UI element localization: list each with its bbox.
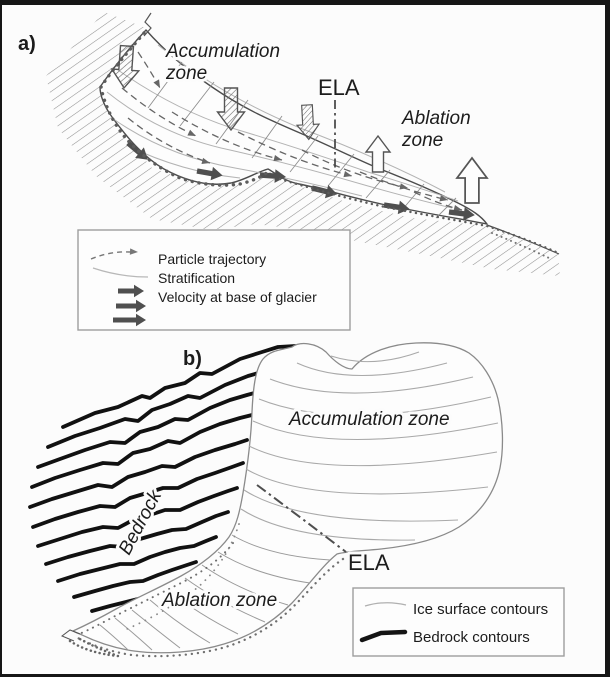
particle-trajectory-sample [90, 251, 131, 260]
headwall-peak [143, 12, 152, 37]
panel-a-label: a) [18, 33, 36, 55]
ice-surface-contours-label: Ice surface contours [413, 601, 548, 618]
bedrock-contours-label: Bedrock contours [413, 629, 530, 646]
ice-surface-contours-tongue [99, 534, 331, 651]
ablation-zone-label-a-line1: Ablation [401, 108, 471, 129]
glacier-plan-outline [72, 342, 504, 654]
ice-surface-contour-sample [364, 602, 407, 607]
velocity-sample-arrows [113, 284, 146, 327]
debris-dots [99, 31, 558, 259]
ablation-zone-label-a-line2: zone [401, 130, 443, 151]
particle-trajectory-sample-arrowhead [129, 248, 138, 255]
panel-b: b) Accumulation zone Bedrock Ablation zo… [28, 342, 565, 658]
ablation-arrows [364, 134, 489, 204]
accumulation-zone-label-a-line1: Accumulation [165, 41, 280, 62]
bedrock-hatch-area [46, 12, 560, 276]
ela-label-a: ELA [318, 75, 360, 100]
bedrock-contour-sample [359, 629, 408, 643]
accumulation-zone-label-a-line2: zone [165, 63, 207, 84]
panel-b-legend-box [352, 587, 565, 657]
particle-trajectory-arrowheads [153, 79, 462, 212]
basal-velocity-arrows [126, 140, 475, 221]
particle-trajectory-label: Particle trajectory [158, 251, 266, 267]
terminus-outlet [61, 629, 81, 642]
accumulation-arrows [110, 44, 321, 141]
velocity-label: Velocity at base of glacier [158, 289, 317, 305]
moraine-dots [68, 523, 345, 658]
stratification-label: Stratification [158, 270, 235, 286]
bedrock-contours [28, 344, 297, 613]
ela-label-b: ELA [348, 550, 390, 575]
section-cross-lines [147, 61, 457, 219]
panel-a-legend: Particle trajectory Stratification Veloc… [77, 229, 351, 331]
glacier-cross-section [99, 29, 488, 225]
panel-a: a) Accumulation zone ELA Ablation zone P… [18, 12, 560, 331]
accumulation-zone-label-b: Accumulation zone [288, 409, 450, 430]
ablation-zone-label-b: Ablation zone [161, 590, 277, 611]
ice-surface-contours-accumulation [240, 351, 499, 541]
panel-b-label: b) [183, 348, 202, 370]
panel-a-legend-box [77, 229, 351, 331]
stratification-sample [92, 267, 149, 278]
panel-b-legend: Ice surface contours Bedrock contours [352, 587, 565, 657]
